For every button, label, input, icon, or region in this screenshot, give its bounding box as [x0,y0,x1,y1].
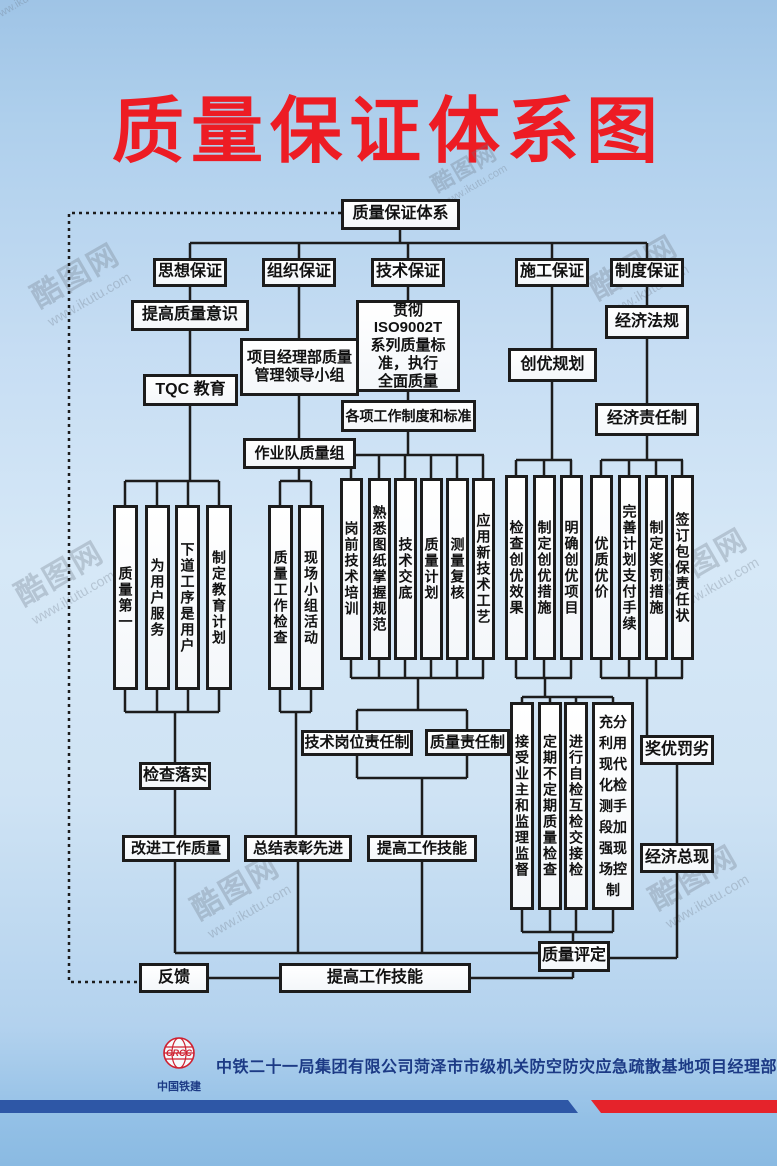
bottom-blue-stripe [0,1100,578,1113]
node-institution-assurance: 制度保证 [610,258,684,287]
node-work-systems-standards: 各项工作制度和标准 [341,400,476,432]
node-know-drawings: 熟悉图纸掌握规范 [368,478,391,660]
node-pre-job-training: 岗前技术培训 [340,478,363,660]
node-site-group-activity: 现场小组活动 [298,505,324,690]
node-survey-recheck: 测量复核 [446,478,469,660]
node-organization-assurance: 组织保证 [262,258,336,287]
node-quality-work-check: 质量工作检查 [268,505,293,690]
node-new-technology: 应用新技术工艺 [472,478,495,660]
crcc-globe-icon: CRCC [163,1037,195,1069]
node-excellence-plan: 创优规划 [508,348,597,382]
node-periodic-checks: 定期不定期质量检查 [538,702,562,910]
node-quality-responsibility: 质量责任制 [425,729,510,756]
node-economic-realization: 经济总现 [640,843,714,873]
node-raise-quality-awareness: 提高质量意识 [131,300,249,331]
node-serve-users: 为用户服务 [145,505,170,690]
node-team-quality-group: 作业队质量组 [243,438,356,469]
node-owner-supervision: 接受业主和监理监督 [510,702,534,910]
node-check-excellence-effect: 检查创优效果 [505,475,528,660]
node-tqc-education: TQC 教育 [143,374,238,406]
node-iso9002-standard: 贯彻 ISO9002T 系列质量标 准，执行 全面质量 [356,300,460,392]
node-excellence-projects: 明确创优项目 [560,475,583,660]
logo-caption: 中国铁建 [157,1081,201,1093]
page-title: 质量保证体系图 [111,92,665,172]
node-pm-quality-group: 项目经理部质量 管理领导小组 [240,338,359,396]
node-self-mutual-inspection: 进行自检互检交接检 [564,702,588,910]
company-name: 中铁二十一局集团有限公司菏泽市市级机关防空防灾应急疏散基地项目经理部 [216,1059,777,1076]
node-tech-disclosure: 技术交底 [394,478,417,660]
node-quality-assurance-system: 质量保证体系 [341,199,460,230]
node-education-plan: 制定教育计划 [206,505,232,690]
footer: CRCC 中国铁建 中铁二十一局集团有限公司菏泽市市级机关防空防灾应急疏散基地项… [148,1036,777,1094]
node-reward-penalty-measures: 制定奖罚措施 [645,475,668,660]
bottom-red-stripe [591,1100,777,1113]
node-reward-good-punish-bad: 奖优罚劣 [640,735,714,765]
node-technology-assurance: 技术保证 [371,258,445,287]
node-economic-law: 经济法规 [605,305,689,339]
node-improve-skills-bottom: 提高工作技能 [279,963,471,993]
node-feedback: 反馈 [139,963,209,993]
node-construction-assurance: 施工保证 [515,258,589,287]
node-quality-assessment: 质量评定 [538,941,610,972]
node-modern-detection: 充分利用现代化检测手段加强现场控制 [592,702,634,910]
node-tech-post-responsibility: 技术岗位责任制 [301,730,413,756]
crcc-logo: CRCC 中国铁建 [148,1036,210,1094]
node-excellence-measures: 制定创优措施 [533,475,556,660]
node-check-implementation: 检查落实 [139,762,211,790]
node-commend-advanced: 总结表彰先进 [244,835,352,862]
node-quality-price: 优质优价 [590,475,613,660]
node-responsibility-pledge: 签订包保责任状 [671,475,694,660]
node-payment-procedures: 完善计划支付手续 [618,475,641,660]
node-thought-assurance: 思想保证 [153,258,227,287]
svg-text:CRCC: CRCC [166,1048,192,1058]
node-next-process-is-user: 下道工序是用户 [175,505,200,690]
node-quality-plan: 质量计划 [420,478,443,660]
node-improve-work-skills: 提高工作技能 [367,835,477,862]
node-improve-work-quality: 改进工作质量 [122,835,230,862]
node-economic-responsibility: 经济责任制 [595,403,699,436]
node-quality-first: 质量第一 [113,505,138,690]
